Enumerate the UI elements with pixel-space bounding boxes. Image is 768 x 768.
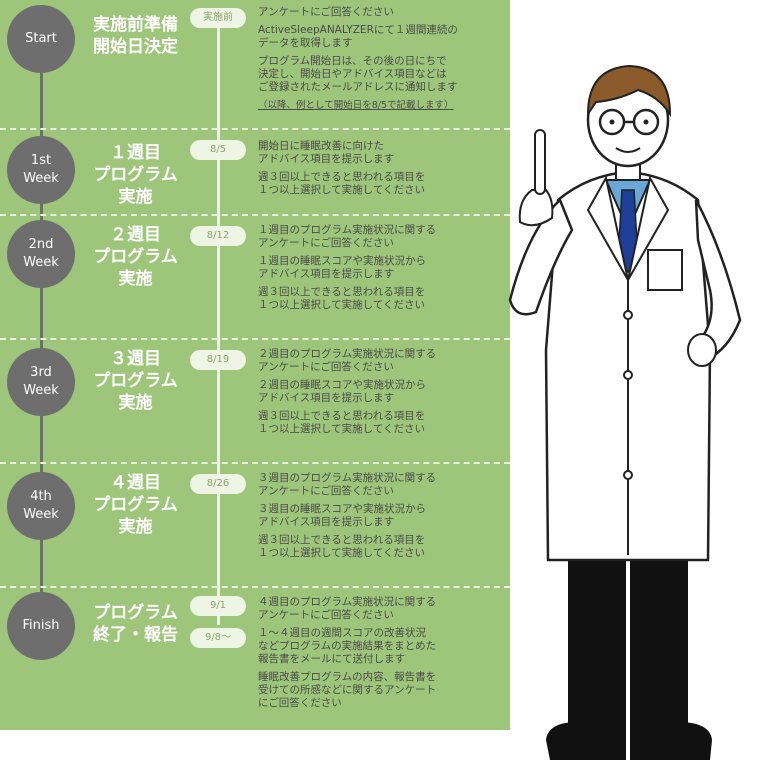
stage-title: 実施前準備 開始日決定: [93, 15, 178, 57]
description-line: ３週目のプログラム実施状況に関する アンケートにご回答ください: [258, 472, 437, 497]
description-line: １～４週目の週間スコアの改善状況 などプログラムの実施結果をまとめた 報告書をメ…: [258, 627, 437, 665]
description-line: ４週目のプログラム実施状況に関する アンケートにご回答ください: [258, 596, 437, 621]
description-line: １週目の睡眠スコアや実施状況から アドバイス項目を提示します: [258, 255, 426, 280]
date-timeline: [217, 10, 220, 625]
description-line: 週３回以上できると思われる項目を １つ以上選択して実施してください: [258, 410, 426, 435]
stage-title: ４週目 プログラム 実施: [93, 473, 178, 537]
doctor-arm-right: [694, 199, 742, 362]
schedule-panel: Start 実施前準備 開始日決定 実施前 アンケートにご回答ください Acti…: [0, 0, 510, 730]
doctor-lapel-right: [627, 175, 670, 281]
stage-badge-label: 3rd Week: [23, 365, 59, 398]
row-divider: [0, 586, 510, 588]
description-line: １週目のプログラム実施状況に関する アンケートにご回答ください: [258, 224, 437, 249]
coat-pocket: [647, 249, 683, 291]
stage-badge: 2nd Week: [7, 220, 75, 288]
stage-badge: Finish: [7, 592, 75, 660]
stage-badge: 1st Week: [7, 136, 75, 204]
doctor-pointing-illustration: [508, 64, 742, 760]
stage-title: プログラム 終了・報告: [93, 603, 178, 645]
stage-description: ４週目のプログラム実施状況に関する アンケートにご回答ください １～４週目の週間…: [258, 596, 508, 715]
doctor-arm-left: [508, 197, 574, 316]
stage-description: ２週目のプログラム実施状況に関する アンケートにご回答ください ２週目の睡眠スコ…: [258, 348, 508, 441]
stage-spine: [40, 40, 43, 630]
stage-description: 開始日に睡眠改善に向けた アドバイス項目を提示します 週３回以上できると思われる…: [258, 140, 508, 202]
doctor-shoe-right: [630, 722, 712, 760]
stage-description: １週目のプログラム実施状況に関する アンケートにご回答ください １週目の睡眠スコ…: [258, 224, 508, 317]
description-line: 週３回以上できると思われる項目を １つ以上選択して実施してください: [258, 171, 426, 196]
stage-badge-label: 2nd Week: [23, 237, 59, 270]
stage-description: ３週目のプログラム実施状況に関する アンケートにご回答ください ３週目の睡眠スコ…: [258, 472, 508, 565]
row-divider: [0, 338, 510, 340]
pointing-finger-icon: [534, 129, 546, 195]
description-line: 週３回以上できると思われる項目を １つ以上選択して実施してください: [258, 286, 426, 311]
stage-date: 8/26: [190, 474, 246, 494]
description-line: プログラム開始日は、その後の日にちで 決定し、開始日やアドバイス項目などは ご登…: [258, 55, 458, 93]
stage-badge-label: 4th Week: [23, 489, 59, 522]
stage-title: ３週目 プログラム 実施: [93, 349, 178, 413]
doctor-hand-left: [518, 189, 554, 227]
example-note: （以降、例として開始日を8/5で記載します）: [258, 100, 454, 111]
description-line: ActiveSleepANALYZERにて１週間連続の データを取得します: [258, 24, 458, 49]
row-divider: [0, 462, 510, 464]
description-line: 睡眠改善プログラムの内容、報告書を 受けての所感などに関するアンケート にご回答…: [258, 671, 437, 709]
doctor-leg-right: [630, 550, 688, 750]
coat-button: [623, 310, 633, 320]
report-date: 9/8～: [190, 628, 246, 648]
coat-button: [623, 470, 633, 480]
coat-button: [623, 370, 633, 380]
stage-date: 8/12: [190, 226, 246, 246]
doctor-lapel-left: [586, 175, 629, 281]
stage-date: 8/5: [190, 140, 246, 160]
stage-date: 8/19: [190, 350, 246, 370]
stage-badge: Start: [7, 5, 75, 73]
row-divider: [0, 128, 510, 130]
stage-badge-label: Finish: [22, 618, 60, 633]
stage-badge-label: 1st Week: [23, 153, 59, 186]
stage-date: 実施前: [190, 8, 246, 28]
stage-title: １週目 プログラム 実施: [93, 143, 178, 207]
stage-date: 9/1: [190, 596, 246, 616]
row-divider: [0, 214, 510, 216]
doctor-leg-left: [568, 550, 626, 750]
stage-badge: 4th Week: [7, 472, 75, 540]
description-line: アンケートにご回答ください: [258, 6, 394, 18]
description-line: ２週目のプログラム実施状況に関する アンケートにご回答ください: [258, 348, 437, 373]
doctor-hand-right: [687, 333, 717, 367]
stage-badge: 3rd Week: [7, 348, 75, 416]
description-line: 週３回以上できると思われる項目を １つ以上選択して実施してください: [258, 534, 426, 559]
stage-badge-label: Start: [25, 31, 57, 46]
stage-description: アンケートにご回答ください ActiveSleepANALYZERにて１週間連続…: [258, 6, 508, 117]
stage-title: ２週目 プログラム 実施: [93, 225, 178, 289]
doctor-shoe-left: [546, 722, 626, 760]
description-line: ３週目の睡眠スコアや実施状況から アドバイス項目を提示します: [258, 503, 426, 528]
description-line: 開始日に睡眠改善に向けた アドバイス項目を提示します: [258, 140, 395, 165]
doctor-hair: [586, 64, 672, 118]
description-line: ２週目の睡眠スコアや実施状況から アドバイス項目を提示します: [258, 379, 426, 404]
